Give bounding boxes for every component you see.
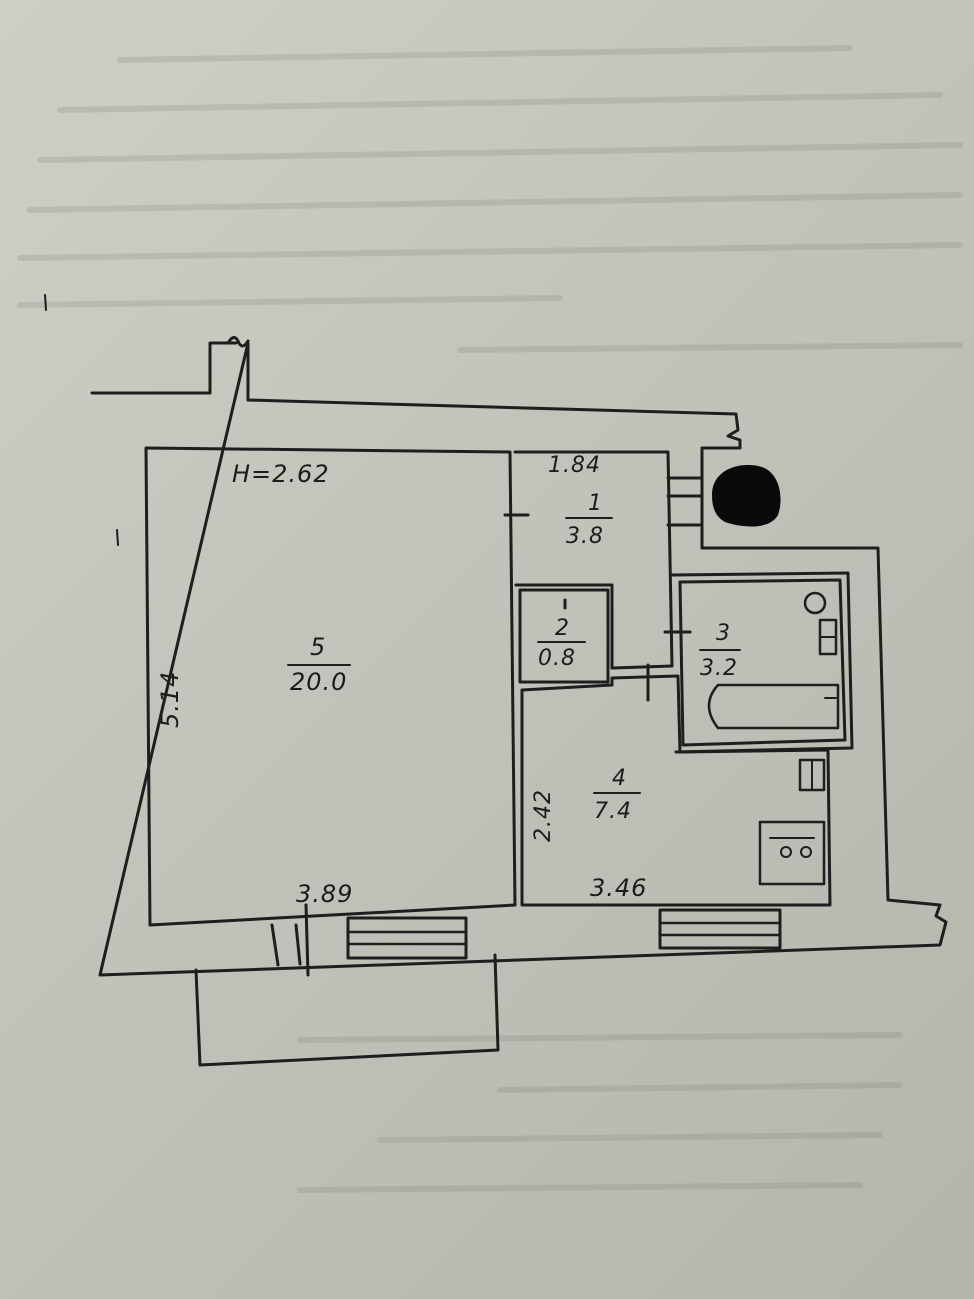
room-3: [663, 571, 854, 754]
room-2: [514, 583, 614, 684]
toilet-icon: [803, 591, 827, 615]
room4-area: 7.4: [594, 799, 632, 824]
room-1: [503, 450, 702, 670]
room2-number: 2: [555, 616, 570, 641]
room5-area: 20.0: [290, 668, 347, 696]
bleed-through-texture: [17, 45, 963, 1193]
windows: [270, 903, 782, 977]
room2-area: 0.8: [538, 646, 576, 671]
room5-height-label: 5.14: [156, 671, 184, 728]
margin-marks: [44, 294, 119, 546]
room-5: [144, 446, 517, 927]
room4-width-label: 3.46: [590, 874, 647, 902]
room4-number: 4: [612, 766, 627, 791]
room1-number: 1: [588, 491, 603, 516]
outer-wall: [90, 336, 948, 977]
redaction-mark: [712, 465, 781, 527]
room-4: [520, 663, 832, 907]
ceiling-height-label: H=2.62: [232, 460, 330, 488]
room4-height-label: 2.42: [531, 789, 556, 842]
room1-width-label: 1.84: [548, 453, 601, 478]
room5-number: 5: [310, 633, 326, 661]
room5-width-label: 3.89: [296, 880, 353, 908]
stove-icon: [758, 820, 826, 886]
room3-area: 3.2: [700, 656, 738, 681]
balcony: [194, 953, 500, 1067]
room1-area: 3.8: [566, 524, 604, 549]
room3-number: 3: [716, 621, 731, 646]
bathtub-icon: [707, 683, 840, 730]
